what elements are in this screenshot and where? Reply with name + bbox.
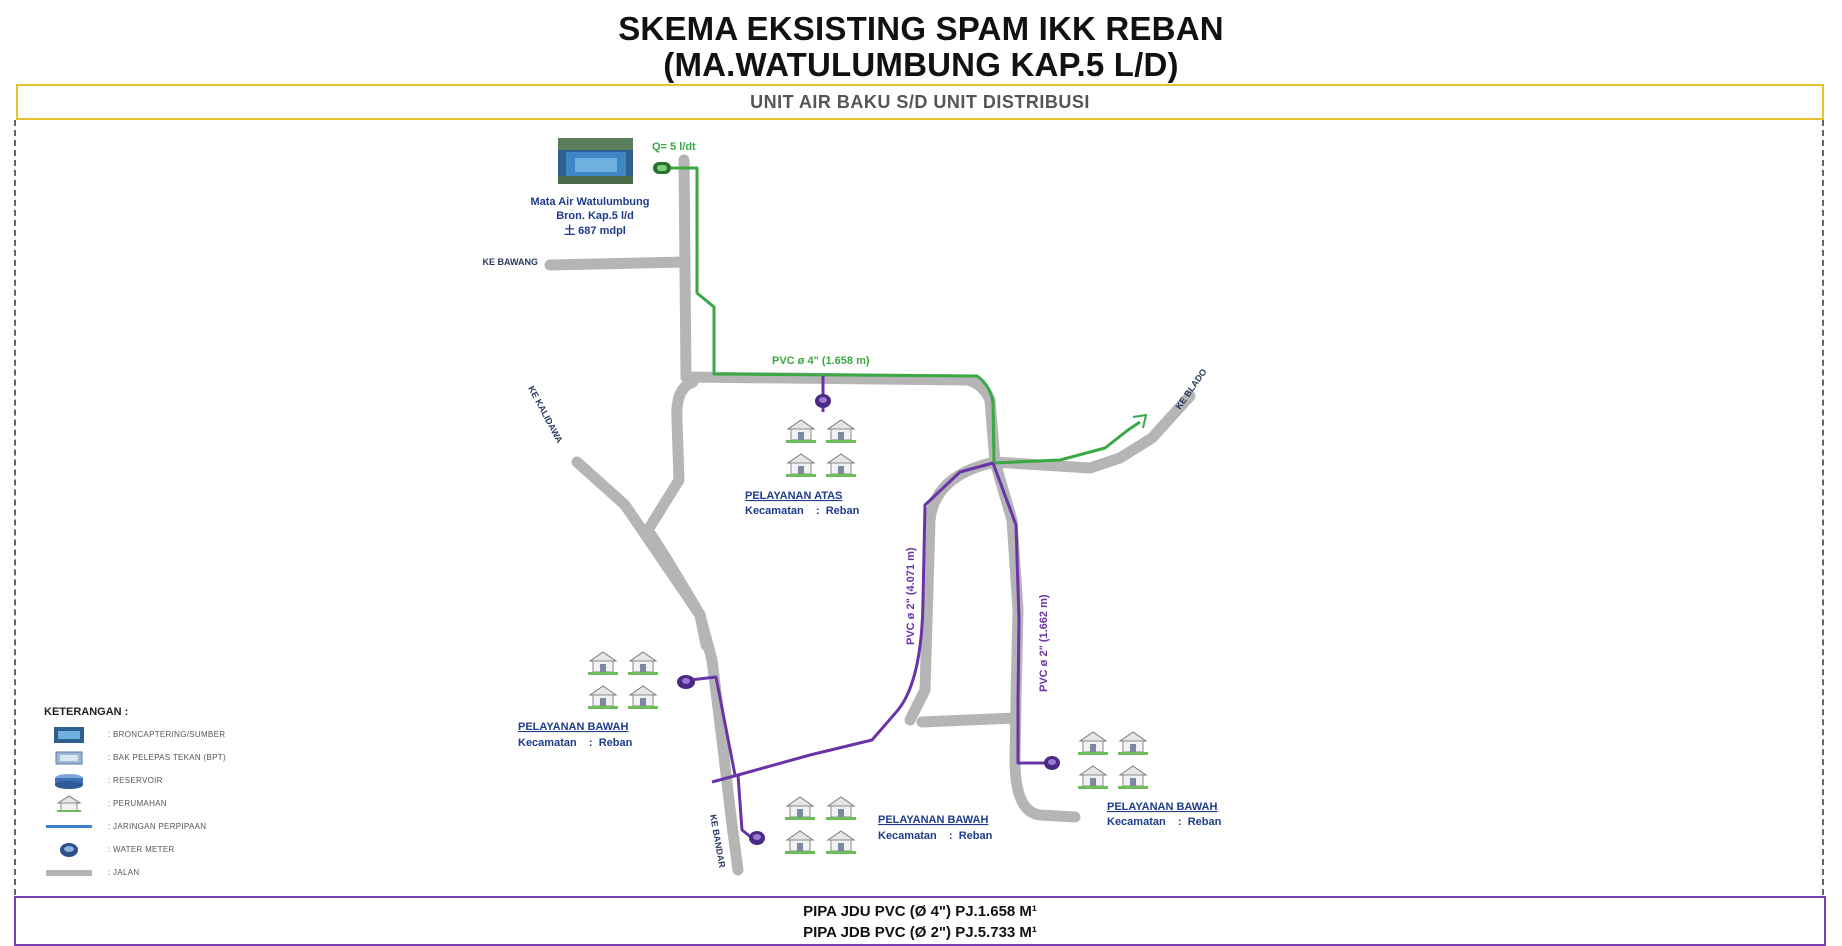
source-capacity: Bron. Kap.5 l/d [556,210,634,222]
bpt-icon [44,749,94,767]
service-title-bawah-east: PELAYANAN BAWAH [1107,801,1217,813]
legend-item: : BAK PELEPAS TEKAN (BPT) [44,746,266,769]
pipe-label-branch-left: PVC ø 2" (4.071 m) [905,547,917,645]
frame-left-border [14,120,16,895]
road-label-ke-blado: KE BLADO [1173,367,1208,411]
road-ke-blado [989,390,1196,474]
road-ke-kendal [571,456,706,621]
service-title-atas: PELAYANAN ATAS [745,490,842,502]
service-detail-bawah-east: Kecamatan : Reban [1107,816,1222,828]
pipe-summary-jdb: PIPA JDB PVC (Ø 2") PJ.5.733 M¹ [803,924,1037,941]
diagram-title: SKEMA EKSISTING SPAM IKK REBAN [618,10,1224,47]
legend-label: : RESERVOIR [108,776,163,785]
legend: KETERANGAN : : BRONCAPTERING/SUMBER : BA… [44,706,266,884]
legend-item: : WATER METER [44,838,266,861]
diagram-subtitle: (MA.WATULUMBUNG KAP.5 L/D) [663,46,1179,83]
service-title-bawah-west: PELAYANAN BAWAH [518,721,628,733]
main-pipe-jdu [662,166,1147,465]
pipe-west-service [689,675,737,776]
road-main-south [694,609,744,876]
pipe-summary-footer: PIPA JDU PVC (Ø 4") PJ.1.658 M¹ PIPA JDB… [14,896,1826,946]
water-meter-icon [749,831,765,845]
service-detail-atas: Kecamatan : Reban [745,505,860,517]
legend-label: : WATER METER [108,845,175,854]
water-meter-icon [44,841,94,859]
legend-label: : PERUMAHAN [108,799,167,808]
source-elevation: 土 687 mdpl [564,223,626,237]
service-title-bawah-center: PELAYANAN BAWAH [878,814,988,826]
road-cross-link [916,712,1021,728]
house-cluster-bawah-center [784,796,857,855]
water-meter-icon [653,162,671,174]
source-name: Mata Air Watulumbung [531,196,650,208]
road-icon [44,864,94,882]
legend-item: : BRONCAPTERING/SUMBER [44,723,266,746]
road-ke-bawang [544,256,691,271]
water-meter-icon [677,675,695,689]
road-north-spine [678,154,692,383]
road-label-ke-kendal: KE KALIDAWA [526,384,565,445]
water-meters [653,162,1060,845]
legend-item: : JALAN [44,861,266,884]
service-detail-bawah-west: Kecamatan : Reban [518,737,633,749]
road-right-branch [989,456,1081,823]
legend-label: : JALAN [108,868,140,877]
legend-label: : BAK PELEPAS TEKAN (BPT) [108,753,226,762]
water-meter-icon [815,394,831,408]
flow-label: Q= 5 l/dt [652,141,696,153]
broncaptering-icon [44,726,94,744]
pipe-branch-left [711,461,994,784]
service-detail-bawah-center: Kecamatan : Reban [878,830,993,842]
pipe-label-main: PVC ø 4" (1.658 m) [772,355,870,367]
pipe-label-branch-right: PVC ø 2" (1.662 m) [1038,594,1050,692]
legend-item: : JARINGAN PERPIPAAN [44,815,266,838]
road-north-loop [680,371,1001,468]
house-cluster-bawah-west [587,651,659,710]
road-label-ke-bandar: KE BANDAR [708,814,727,869]
legend-item: : RESERVOIR [44,769,266,792]
pipe-line-icon [44,818,94,836]
legend-title: KETERANGAN : [44,706,129,718]
legend-label: : BRONCAPTERING/SUMBER [108,730,226,739]
road-label-ke-bawang: KE BAWANG [482,257,538,267]
house-icon [44,794,94,813]
pipe-summary-jdu: PIPA JDU PVC (Ø 4") PJ.1.658 M¹ [803,903,1037,920]
section-header: UNIT AIR BAKU S/D UNIT DISTRIBUSI [16,84,1824,120]
road-network [544,154,1196,876]
broncaptering-icon [558,138,633,184]
pipe-branch-right [991,462,1045,765]
house-cluster-bawah-east [1077,731,1149,790]
frame-right-border [1822,120,1824,895]
pipe-branch-south [736,774,753,840]
house-cluster-atas [785,419,857,478]
reservoir-icon [44,772,94,790]
water-meter-icon [1044,756,1060,770]
distribution-pipes [689,376,1045,840]
legend-label: : JARINGAN PERPIPAAN [108,822,207,831]
legend-item: : PERUMAHAN [44,792,266,815]
